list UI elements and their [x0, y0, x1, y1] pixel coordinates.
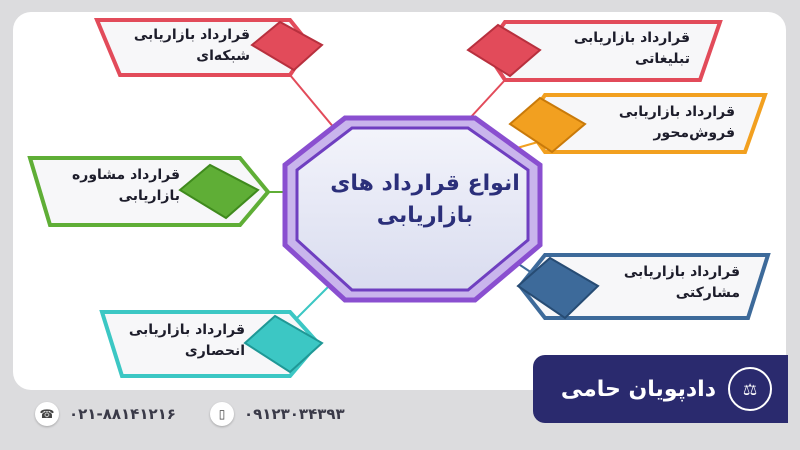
branch-1-label: قرارداد بازاریابی شبکه‌ای — [120, 25, 250, 67]
branch-5-line2: مشارکتی — [675, 285, 740, 301]
branch-1-diamond-shape — [250, 20, 324, 72]
branch-3-line2: فروش‌محور — [653, 125, 736, 141]
mobile-icon: ▯ — [210, 402, 234, 426]
branch-5-label: قرارداد بازاریابی مشارکتی — [600, 262, 740, 304]
branch-2-line2: تبلیغاتی — [635, 51, 690, 67]
hub-title: انواع قرارداد های بازاریابی — [315, 168, 535, 232]
law-firm-logo-icon: ⚖ — [728, 367, 772, 411]
hub-title-line2: بازاریابی — [376, 203, 474, 228]
branch-3-diamond-shape — [508, 96, 587, 154]
branch-4-diamond-shape — [178, 163, 260, 220]
branch-2-line1: قرارداد بازاریابی — [573, 30, 690, 46]
branch-6-line2: انحصاری — [184, 343, 245, 359]
phone-number-1: ۰۲۱-۸۸۱۴۱۲۱۶ — [69, 405, 176, 423]
branch-2-label: قرارداد بازاریابی تبلیغاتی — [540, 28, 690, 70]
branch-6-line1: قرارداد بازاریابی — [128, 322, 245, 338]
branch-5-line1: قرارداد بازاریابی — [623, 264, 740, 280]
hub-title-line1: انواع قرارداد های — [330, 171, 520, 196]
branch-6-label: قرارداد بازاریابی انحصاری — [120, 320, 245, 362]
brand-name: دادپویان حامی — [560, 376, 716, 402]
branch-3-line1: قرارداد بازاریابی — [618, 104, 735, 120]
branch-4-line2: بازاریابی — [118, 188, 180, 204]
brand-badge: دادپویان حامی ⚖ — [533, 355, 788, 423]
hub-octagon-inner — [295, 126, 530, 292]
connector-line-2 — [469, 79, 506, 119]
connector-line-1 — [289, 74, 341, 136]
branch-3-label: قرارداد بازاریابی فروش‌محور — [585, 102, 735, 144]
footer-phone-landline: ☎ ۰۲۱-۸۸۱۴۱۲۱۶ — [35, 402, 176, 426]
footer-phone-mobile: ▯ ۰۹۱۲۳۰۳۴۳۹۳ — [210, 402, 345, 426]
phone-icon: ☎ — [35, 402, 59, 426]
branch-5-diamond-shape — [516, 256, 600, 320]
branch-2-diamond-shape — [466, 23, 542, 78]
branch-6-diamond-shape — [243, 314, 324, 374]
branch-4-line1: قرارداد مشاوره — [72, 167, 180, 183]
branch-4-label: قرارداد مشاوره بازاریابی — [55, 165, 180, 207]
branch-1-line2: شبکه‌ای — [196, 48, 250, 64]
phone-number-2: ۰۹۱۲۳۰۳۴۳۹۳ — [244, 405, 345, 423]
branch-1-line1: قرارداد بازاریابی — [133, 27, 250, 43]
